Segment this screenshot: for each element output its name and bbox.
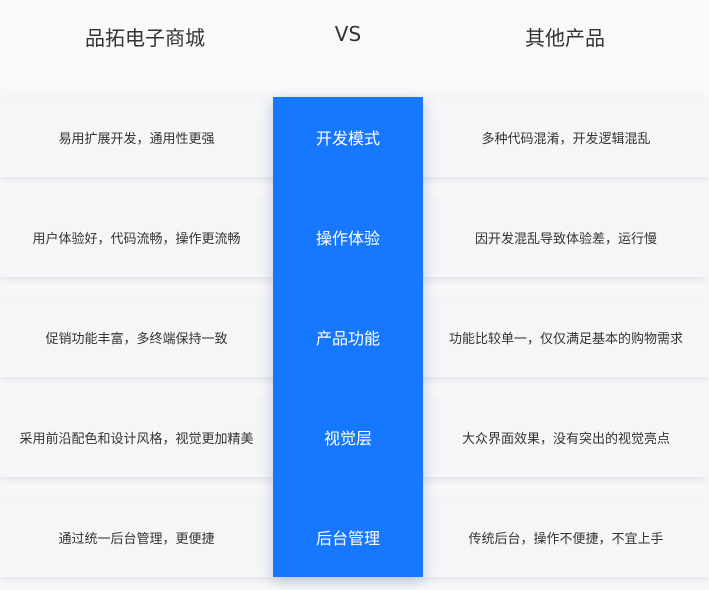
comparison-header: 品拓电子商城 VS 其他产品 (0, 0, 709, 97)
feature-label: 操作体验 (315, 229, 380, 248)
other-weakness: 大众界面效果，没有突出的视觉亮点 (461, 431, 670, 447)
our-advantage: 通过统一后台管理，更便捷 (58, 531, 215, 547)
our-advantage: 采用前沿配色和设计风格，视觉更加精美 (19, 431, 254, 447)
vs-label: VS (334, 22, 362, 46)
other-weakness: 传统后台，操作不便捷，不宜上手 (468, 531, 664, 547)
feature-label: 开发模式 (315, 129, 380, 148)
our-advantage: 用户体验好，代码流畅，操作更流畅 (32, 231, 241, 247)
feature-label: 后台管理 (315, 529, 380, 548)
feature-label: 视觉层 (323, 429, 372, 448)
other-weakness: 因开发混乱导致体验差，运行慢 (474, 231, 657, 247)
our-advantage: 易用扩展开发，通用性更强 (58, 131, 215, 147)
our-advantage: 促销功能丰富，多终端保持一致 (45, 331, 228, 347)
feature-column (273, 97, 423, 577)
feature-label: 产品功能 (315, 329, 380, 348)
our-product-title: 品拓电子商城 (85, 26, 205, 50)
other-product-title: 其他产品 (525, 26, 605, 50)
other-weakness: 功能比较单一，仅仅满足基本的购物需求 (448, 331, 683, 347)
other-weakness: 多种代码混淆，开发逻辑混乱 (481, 131, 651, 147)
